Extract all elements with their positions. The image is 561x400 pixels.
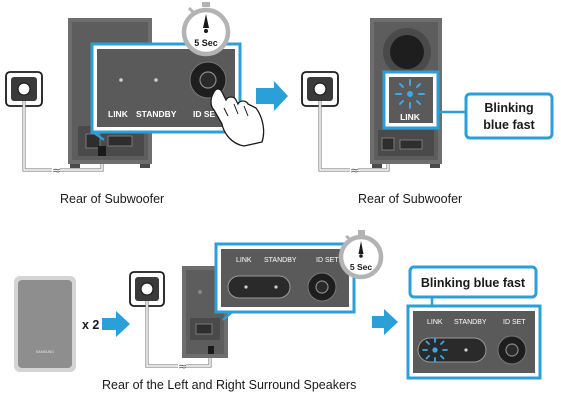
svg-text:≈: ≈ (178, 360, 187, 373)
link-indicator (119, 78, 123, 82)
id-set-button-inner (199, 71, 217, 89)
top-right-illustration: ≈ (301, 18, 554, 177)
id-set-label: ID SET (193, 109, 221, 119)
timer-label: 5 Sec (194, 38, 218, 48)
link-label: LINK (427, 319, 443, 326)
timer-label: 5 Sec (350, 262, 372, 272)
link-label: LINK (108, 109, 129, 119)
svg-text:≈: ≈ (52, 164, 61, 177)
surround-speaker: SAMSUNG (14, 276, 76, 372)
bottom-mid-illustration: ≈ LINK STANDBY ID SET 5 S (129, 230, 384, 373)
power-outlet-icon (129, 271, 165, 307)
blinking-light-icon (395, 79, 425, 109)
blinking-callout: Blinking blue fast (408, 265, 538, 299)
power-outlet-icon (301, 71, 339, 107)
standby-indicator (274, 285, 278, 289)
zoom-control-panel: LINK STANDBY ID SET (406, 304, 542, 380)
blinking-callout: Blinking blue fast (464, 92, 554, 140)
callout-line1: Blinking (484, 101, 533, 115)
caption-surround: Rear of the Left and Right Surround Spea… (102, 378, 357, 392)
speaker-brand: SAMSUNG (36, 350, 54, 354)
link-label: LINK (236, 257, 252, 264)
power-outlet-icon (5, 71, 43, 107)
caption-subwoofer-left: Rear of Subwoofer (60, 192, 165, 206)
svg-text:≈: ≈ (350, 164, 359, 177)
id-set-label: ID SET (503, 319, 526, 326)
standby-indicator (154, 78, 158, 82)
link-zoom-panel: LINK (382, 70, 440, 130)
callout-line2: blue fast (483, 118, 535, 132)
callout-text: Blinking blue fast (421, 276, 526, 290)
id-set-button-inner (315, 280, 329, 294)
link-indicator (244, 285, 248, 289)
bottom-right-illustration: Blinking blue fast LINK STANDBY ID SET (406, 265, 542, 380)
top-left-illustration: ≈ LINK STANDBY ID SET (5, 2, 265, 177)
multiplier-label: x 2 (82, 318, 99, 332)
standby-label: STANDBY (454, 319, 487, 326)
id-set-label: ID SET (316, 257, 339, 264)
arrow-right-icon (102, 311, 130, 337)
caption-subwoofer-right: Rear of Subwoofer (358, 192, 463, 206)
standby-label: STANDBY (264, 257, 297, 264)
arrow-right-icon (256, 81, 288, 111)
standby-label: STANDBY (136, 109, 177, 119)
zoom-control-panel: LINK STANDBY ID SET (214, 242, 356, 321)
id-set-button-inner (505, 343, 519, 357)
pressing-hand-icon (210, 88, 265, 147)
blinking-light-icon (422, 337, 448, 363)
link-label: LINK (400, 112, 421, 122)
standby-indicator (464, 348, 468, 352)
timer-icon: 5 Sec (338, 230, 384, 280)
timer-icon: 5 Sec (181, 2, 231, 57)
arrow-right-icon (372, 309, 398, 335)
